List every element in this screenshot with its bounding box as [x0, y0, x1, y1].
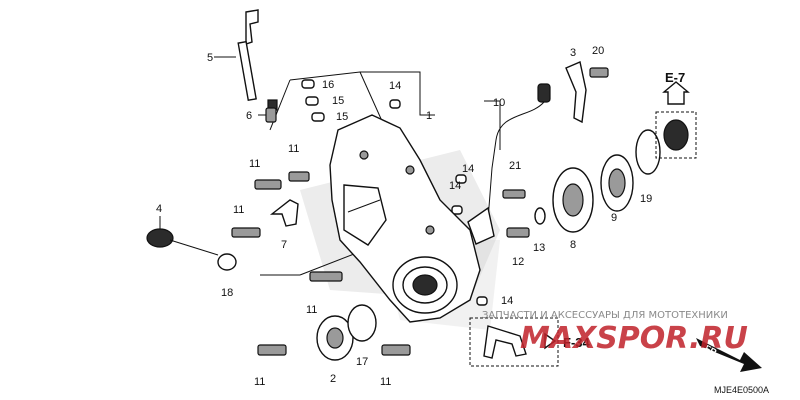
- callout-14d: 14: [501, 295, 513, 307]
- callout-labels: 1 2 3 4 5 6 7 8 9 10 11 11 11 11 11 11 1…: [156, 45, 652, 388]
- callout-17: 17: [356, 356, 368, 368]
- callout-6: 6: [246, 110, 252, 122]
- callout-7: 7: [281, 239, 287, 251]
- part-19-snap-ring: [635, 129, 661, 175]
- callout-11e: 11: [254, 376, 265, 388]
- part-17-o-ring: [347, 304, 377, 342]
- callout-12: 12: [512, 256, 524, 268]
- callout-11a: 11: [249, 158, 260, 170]
- callout-14c: 14: [449, 180, 461, 192]
- part-12-bolt: [506, 227, 530, 238]
- callout-13: 13: [533, 242, 545, 254]
- part-13-washer: [534, 207, 546, 225]
- part-4-oil-dipstick: [146, 216, 219, 256]
- callout-11d: 11: [306, 304, 317, 316]
- part-9-clutch: [600, 154, 634, 212]
- callout-4: 4: [156, 203, 162, 215]
- callout-11b: 11: [288, 143, 299, 155]
- diagram-code: MJE4E0500A: [714, 385, 769, 395]
- part-5-rod: [237, 9, 278, 111]
- part-8-gear: [552, 167, 594, 233]
- reference-e7-box: [655, 81, 697, 159]
- callout-5: 5: [207, 52, 213, 64]
- part-7-bracket: [269, 199, 299, 227]
- callout-20: 20: [592, 45, 604, 57]
- watermark-brand: MAXSPOR.RU: [520, 321, 748, 356]
- part-1-crankcase-cover: [329, 114, 481, 323]
- bolts-part-11: [231, 171, 411, 356]
- part-18-o-ring: [217, 253, 237, 271]
- callout-2: 2: [330, 373, 336, 385]
- callout-18: 18: [221, 287, 233, 299]
- front-arrow: [696, 338, 762, 372]
- callout-16: 16: [322, 79, 334, 91]
- part-2-seal: [316, 315, 354, 361]
- callout-3: 3: [570, 47, 576, 59]
- callout-11c: 11: [233, 204, 244, 216]
- part-6-bolt: [265, 107, 277, 123]
- reference-f34-box: [469, 317, 559, 367]
- callout-21: 21: [509, 160, 521, 172]
- reference-f34-label: F-34: [563, 335, 591, 350]
- callout-15a: 15: [332, 95, 344, 107]
- part-10-sensor: [467, 83, 551, 245]
- dowel-pins: [301, 79, 488, 306]
- callout-10: 10: [493, 97, 505, 109]
- callout-19: 19: [640, 193, 652, 205]
- callout-11f: 11: [380, 376, 391, 388]
- callout-1: 1: [426, 110, 432, 122]
- callout-14b: 14: [462, 163, 474, 175]
- watermark-tagline: ЗАПЧАСТИ И АКСЕССУАРЫ ДЛЯ МОТОТЕХНИКИ: [482, 310, 728, 321]
- callout-9: 9: [611, 212, 617, 224]
- callout-8: 8: [570, 239, 576, 251]
- part-20-bolt: [589, 67, 609, 78]
- reference-e7-label: E-7: [665, 70, 685, 85]
- part-3-plate: [565, 61, 587, 124]
- callout-14a: 14: [389, 80, 401, 92]
- part-21-bolt: [502, 189, 526, 199]
- callout-15b: 15: [336, 111, 348, 123]
